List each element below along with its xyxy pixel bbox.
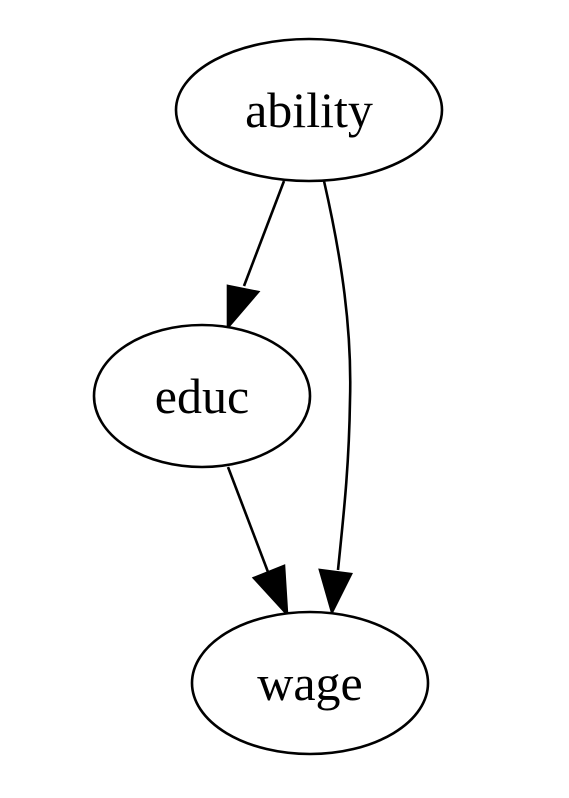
node-ability: ability: [174, 37, 444, 183]
node-ability-label: ability: [245, 82, 373, 138]
edge-educ-wage: [226, 466, 289, 618]
edge-line: [226, 466, 270, 573]
node-educ: educ: [92, 323, 312, 469]
edge-ability-wage: [318, 180, 353, 616]
edge-line: [322, 180, 352, 571]
node-wage: wage: [190, 610, 430, 756]
edge-line: [242, 180, 286, 287]
node-educ-ellipse: [92, 323, 312, 469]
node-educ-label: educ: [155, 368, 249, 424]
node-ability-ellipse: [174, 37, 444, 183]
arrowhead: [226, 284, 261, 331]
node-wage-label: wage: [257, 655, 363, 711]
node-wage-ellipse: [190, 610, 430, 756]
arrowhead: [318, 568, 353, 616]
arrowhead: [251, 564, 289, 618]
edge-ability-educ: [226, 180, 286, 331]
